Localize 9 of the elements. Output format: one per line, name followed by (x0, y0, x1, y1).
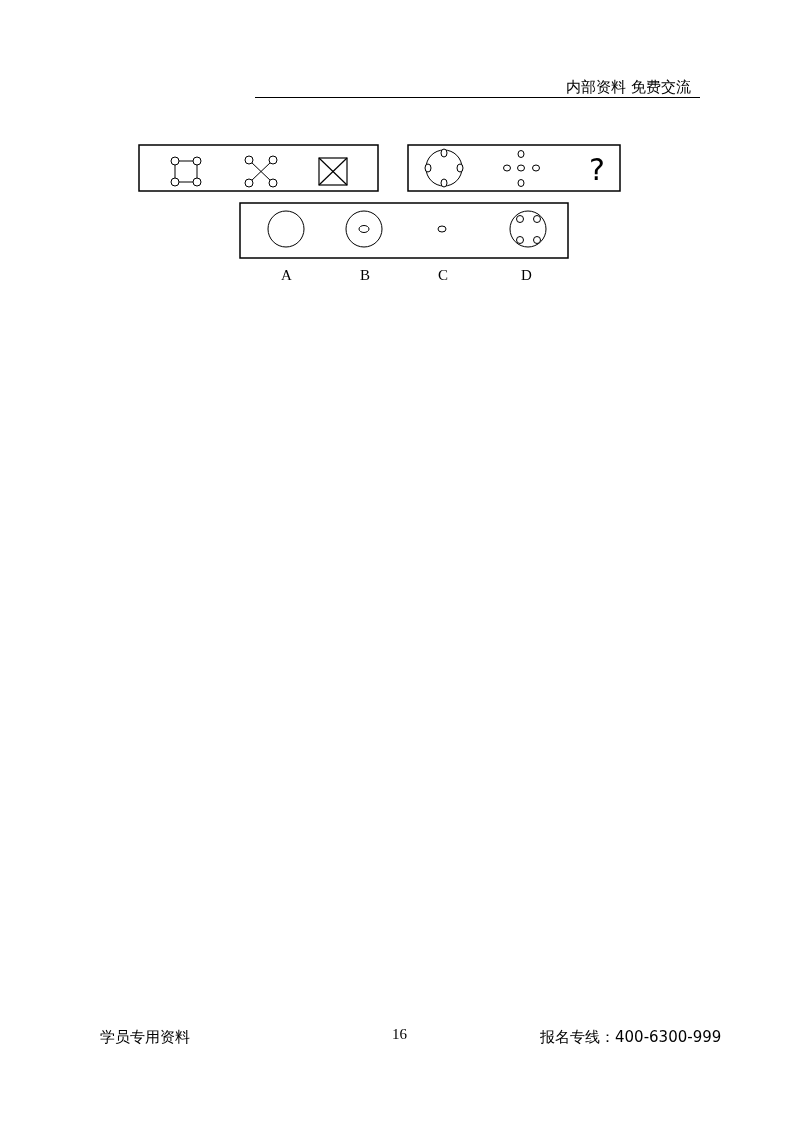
page-number: 16 (392, 1027, 407, 1042)
option-label: D (521, 268, 532, 283)
footer-note: 学员专用资料 (100, 1030, 190, 1045)
option-label: C (438, 268, 448, 283)
hotline-text: 报名专线：400-6300-999 (540, 1030, 722, 1045)
question-mark: ? (589, 155, 605, 185)
option-label: B (360, 268, 370, 283)
option-label: A (281, 268, 292, 283)
header-note: 内部资料 免费交流 (566, 80, 691, 95)
